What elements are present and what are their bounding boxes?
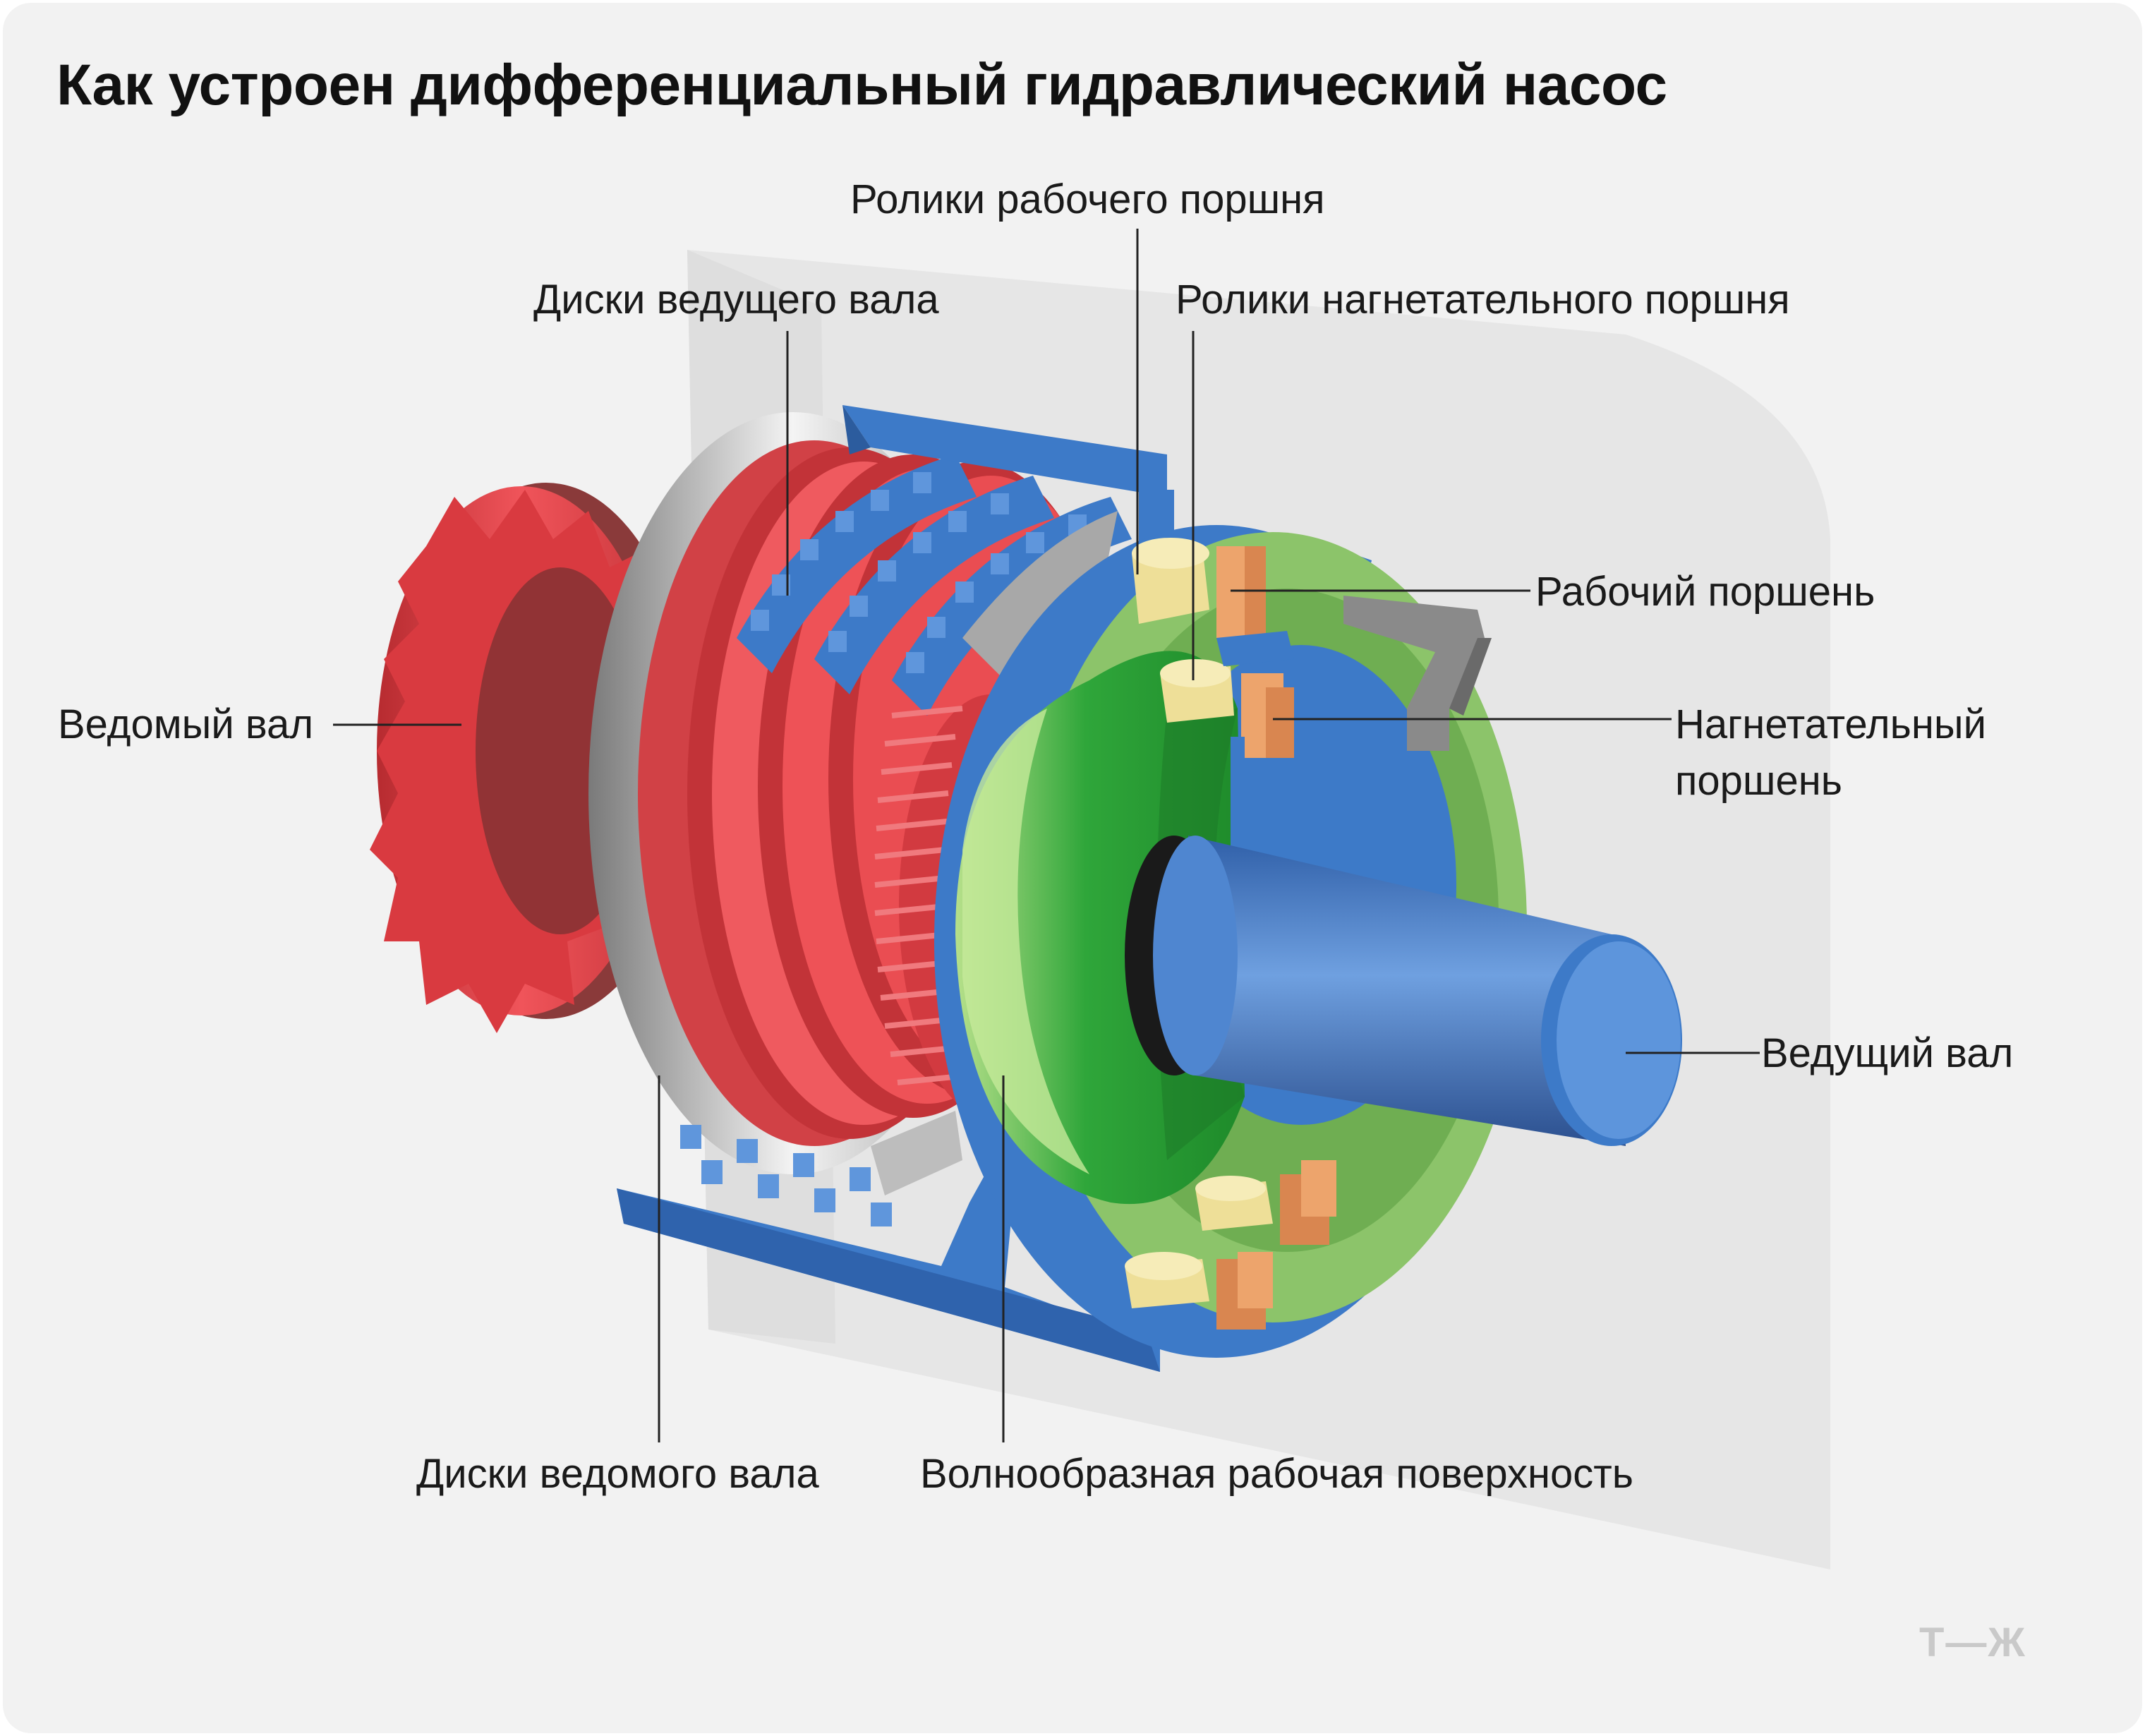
label-pressure-piston-line1: Нагнетательный (1675, 701, 1986, 747)
label-pressure-piston-rollers: Ролики нагнетательного поршня (1176, 277, 1790, 323)
gray-wedge-top (962, 511, 1118, 680)
label-drive-shaft-discs: Диски ведущего вала (533, 277, 939, 323)
label-working-piston: Рабочий поршень (1535, 569, 1875, 615)
pressure-piston (1241, 673, 1294, 758)
brand-logo: Т—Ж (1919, 1620, 2026, 1665)
gray-wedge-bottom (871, 1111, 962, 1195)
working-piston-rollers (1132, 538, 1209, 624)
label-pressure-piston-line2: поршень (1675, 758, 1842, 804)
pressure-piston-rollers (1160, 659, 1234, 723)
label-wave-surface: Волнообразная рабочая поверхность (920, 1451, 1634, 1497)
working-piston (1216, 546, 1266, 638)
page-title: Как устроен дифференциальный гидравличес… (56, 53, 1667, 117)
leader-lines (333, 229, 1760, 1442)
label-driven-shaft: Ведомый вал (58, 701, 314, 747)
label-driven-shaft-discs: Диски ведомого вала (416, 1451, 819, 1497)
label-drive-shaft: Ведущий вал (1761, 1030, 2014, 1076)
lower-rollers (1125, 1160, 1336, 1330)
pump-diagram (333, 229, 1830, 1569)
gray-bracket (1343, 596, 1485, 751)
top-housing (842, 405, 1167, 497)
drive-shaft (1125, 836, 1682, 1146)
infographic-card: Как устроен дифференциальный гидравличес… (3, 3, 2142, 1733)
label-working-piston-rollers: Ролики рабочего поршня (850, 176, 1325, 222)
